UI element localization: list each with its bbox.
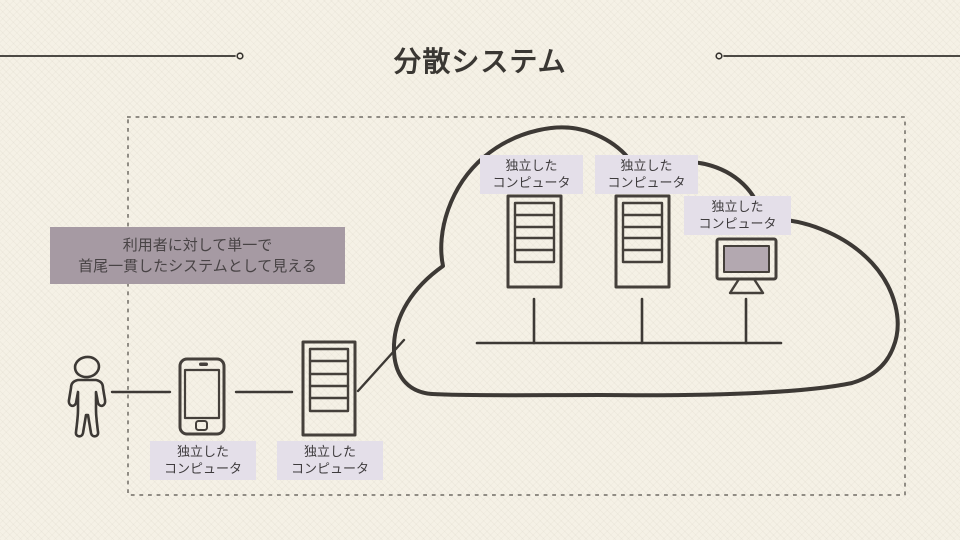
node-label-line-2: コンピュータ	[698, 215, 777, 231]
server-tower-icon-cloud-2	[614, 194, 671, 289]
node-label-line-1: 独立した	[505, 158, 558, 173]
node-label-line-1: 独立した	[176, 444, 229, 459]
cloud-outline-icon	[391, 125, 900, 398]
page-title: 分散システム	[393, 46, 567, 77]
title-rule-left	[0, 52, 244, 60]
node-label-cloud-2: 独立した コンピュータ	[595, 155, 698, 194]
node-label-line-1: 独立した	[620, 158, 673, 173]
node-label-edge-server: 独立した コンピュータ	[277, 441, 383, 480]
system-boundary-dotted-rect	[127, 116, 906, 496]
node-label-cloud-3: 独立した コンピュータ	[684, 196, 791, 235]
server-tower-icon-edge	[301, 340, 357, 437]
server-tower-icon-cloud-1	[506, 194, 563, 289]
node-label-line-2: コンピュータ	[492, 174, 571, 190]
desktop-monitor-icon	[715, 237, 778, 295]
node-label-cloud-1: 独立した コンピュータ	[480, 155, 583, 194]
callout-single-system: 利用者に対して単一で 首尾一貫したシステムとして見える	[50, 227, 345, 284]
smartphone-icon	[178, 357, 226, 436]
node-label-line-2: コンピュータ	[163, 460, 242, 476]
callout-line-2: 首尾一貫したシステムとして見える	[78, 257, 317, 275]
server-cloud-link	[356, 338, 406, 393]
node-label-line-2: コンピュータ	[290, 460, 369, 476]
person-icon	[67, 355, 107, 438]
node-label-phone: 独立した コンピュータ	[150, 441, 256, 480]
node-label-line-1: 独立した	[711, 199, 764, 214]
node-label-line-1: 独立した	[303, 444, 356, 459]
network-bus	[475, 297, 783, 345]
node-label-line-2: コンピュータ	[607, 174, 686, 190]
callout-line-1: 利用者に対して単一で	[122, 236, 273, 254]
title-rule-right	[715, 52, 960, 60]
